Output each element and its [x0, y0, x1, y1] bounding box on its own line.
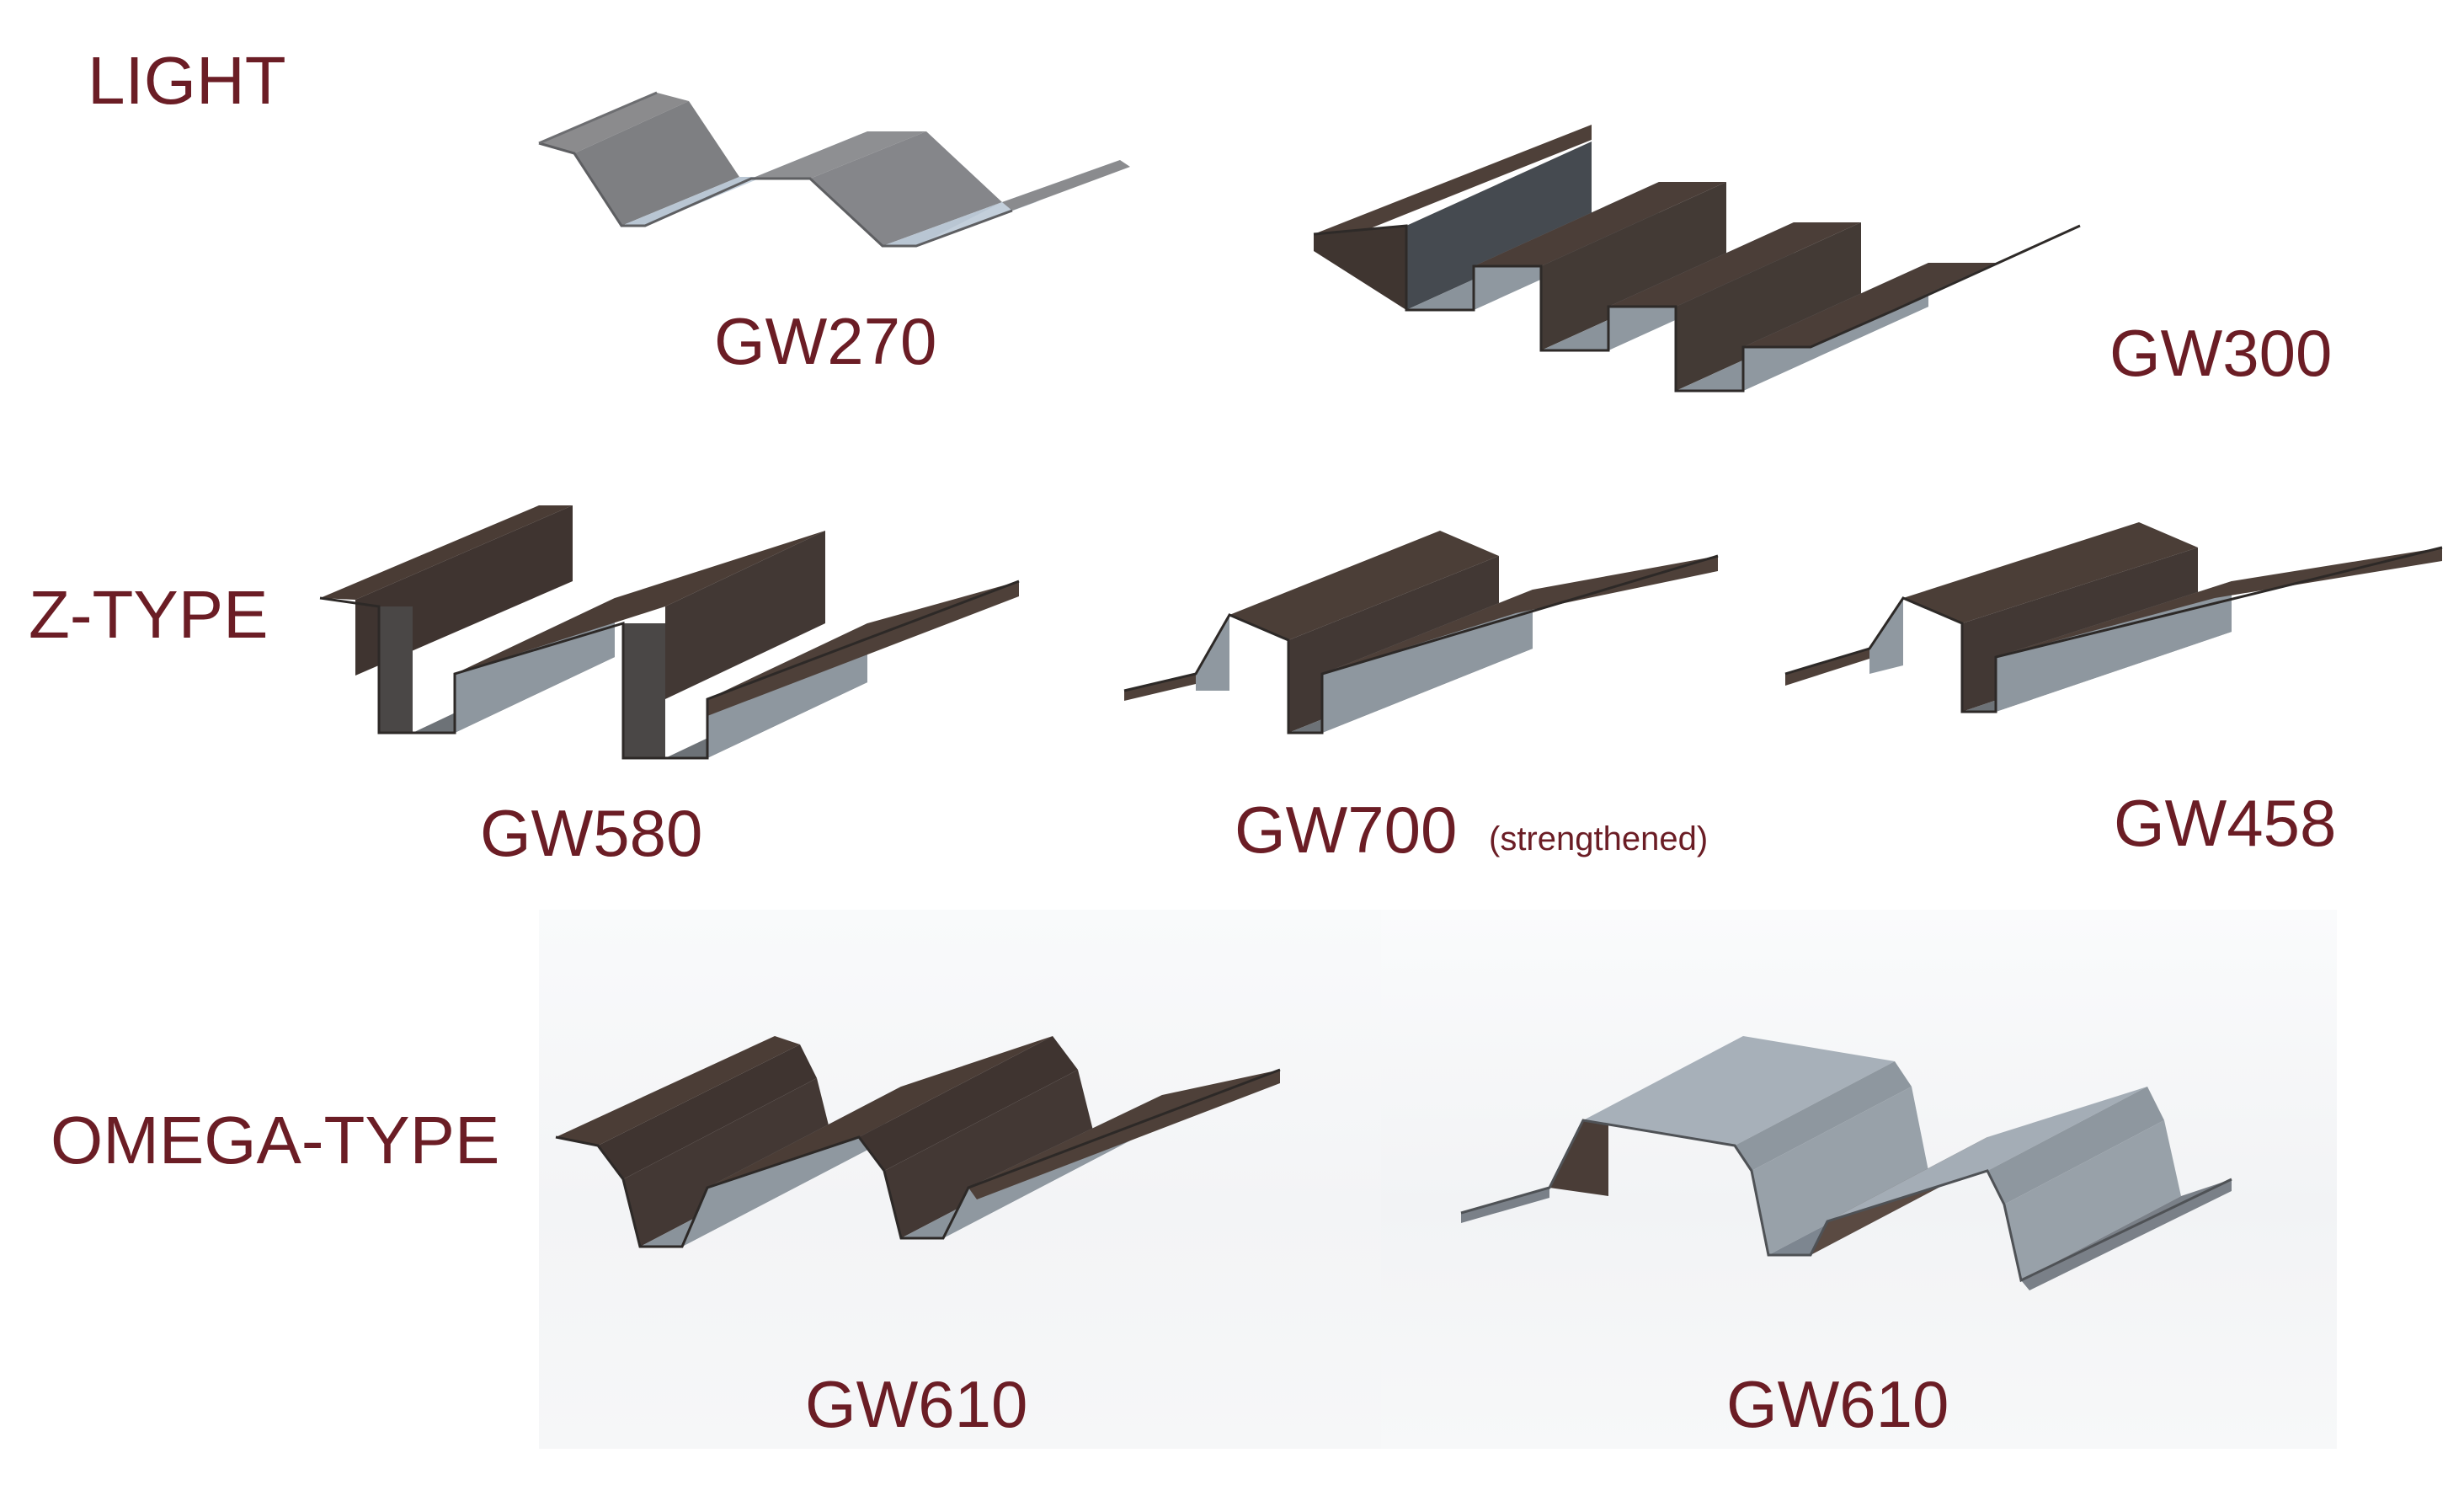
gw458-profile-image — [1784, 522, 2443, 713]
category-label-omega-type: OMEGA-TYPE — [51, 1103, 500, 1178]
gw610-grey-label: GW610 — [1726, 1367, 1949, 1441]
gw610-brown-profile-image — [555, 1036, 1281, 1248]
gw270-profile-image — [538, 91, 1130, 248]
gw300-label: GW300 — [2109, 316, 2333, 390]
gw700-label: GW700 — [1235, 793, 1458, 867]
category-label-z-type: Z-TYPE — [29, 577, 269, 652]
gw700-note: (strengthened) — [1489, 820, 1709, 857]
gw610-brown-label: GW610 — [805, 1367, 1028, 1441]
gw700-profile-image — [1123, 531, 1719, 734]
gw270-label: GW270 — [714, 304, 937, 378]
gw580-label: GW580 — [480, 796, 703, 870]
category-label-light: LIGHT — [88, 43, 286, 118]
gw458-label: GW458 — [2114, 786, 2337, 860]
gw610-grey-profile-image — [1460, 1036, 2232, 1290]
gw580-profile-image — [319, 505, 1020, 760]
gw300-profile-image — [1313, 125, 2081, 393]
